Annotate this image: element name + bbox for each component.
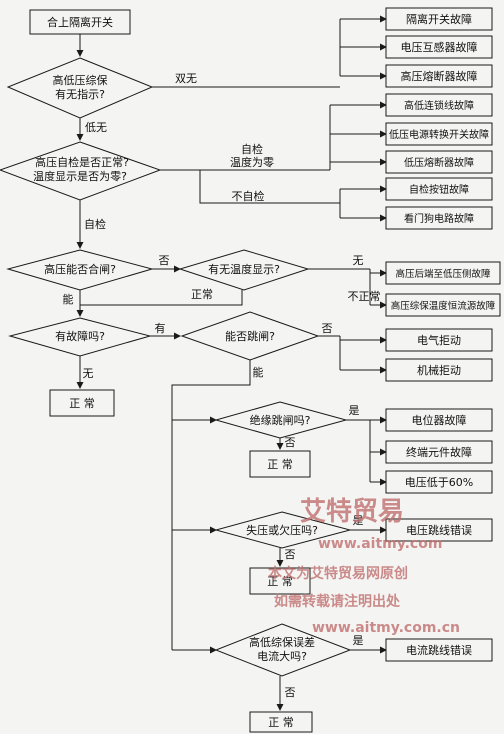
- d8-yes-label: 是: [353, 514, 364, 527]
- fault-label: 终端元件故障: [406, 445, 472, 459]
- watermark-url2: www.aitmy.com.cn: [312, 620, 460, 636]
- fault-label: 高压后端至低压侧故障: [395, 268, 491, 280]
- d5-text: 有故障吗?: [55, 329, 105, 343]
- d3-text: 高压能否合闸?: [44, 262, 116, 276]
- d7-text: 绝缘跳闸吗?: [250, 413, 311, 427]
- fault-box: [385, 328, 493, 352]
- fault-label: 低压电源转换开关故障: [389, 128, 489, 141]
- fault-box: [385, 358, 493, 382]
- d4-abnormal-label: 不正常: [348, 290, 381, 303]
- d4-normal-label: 正常: [191, 288, 213, 301]
- decision-current: [214, 623, 352, 677]
- end3-label: 正 常: [267, 575, 293, 588]
- end-box: [49, 389, 115, 417]
- d9-line1: 高低综保误差: [249, 635, 315, 649]
- fault-box: [385, 150, 493, 174]
- fault-label: 高压熔断器故障: [401, 69, 478, 83]
- fault-box: [385, 408, 493, 432]
- d7-no-label: 否: [285, 436, 296, 449]
- watermark-url1: www.aitmy.com: [318, 536, 442, 552]
- d1-yes-label: 双无: [175, 72, 197, 85]
- end1-label: 正 常: [69, 397, 95, 410]
- fault-label: 电气拒动: [417, 333, 461, 347]
- d1-line2: 有无指示?: [55, 87, 105, 101]
- d8-no-label: 否: [285, 548, 296, 561]
- fault-box: [385, 7, 493, 31]
- d2-out-label: 自检: [84, 217, 106, 231]
- end2-label: 正 常: [267, 458, 293, 471]
- fault-box: [385, 206, 493, 230]
- start-label: 合上隔离开关: [47, 15, 113, 29]
- decision-indicator: [6, 57, 154, 119]
- decision-insulation: [214, 401, 348, 439]
- fault-box: [385, 35, 493, 59]
- d2-branch-a1: 自检: [241, 142, 263, 156]
- fault-box: [385, 64, 493, 88]
- fault-box: [385, 93, 493, 117]
- d2-line2: 温度显示是否为零?: [33, 169, 127, 183]
- start-box: [29, 9, 131, 35]
- fault-label: 隔离开关故障: [406, 12, 472, 26]
- fault-box: [385, 261, 501, 285]
- decision-voltage: [214, 511, 352, 549]
- decision-self-check: [0, 141, 162, 201]
- d3-no-label: 否: [159, 254, 170, 267]
- d6-no-label: 否: [322, 322, 333, 335]
- watermark-line2: 如需转载请注明出处: [274, 593, 401, 610]
- d2-line1: 高压自检是否正常?: [35, 155, 129, 169]
- fault-label: 电流跳线错误: [406, 643, 472, 657]
- decision-close: [6, 249, 154, 291]
- d8-text: 失压或欠压吗?: [246, 523, 318, 537]
- d7-yes-label: 是: [349, 404, 360, 417]
- connectors: [76, 15, 387, 711]
- d5-no-label: 无: [83, 367, 94, 380]
- d9-no-label: 否: [285, 686, 296, 699]
- fault-label: 自检按钮故障: [409, 183, 469, 196]
- decision-temp: [178, 249, 310, 291]
- fault-box: [385, 293, 501, 317]
- fault-box: [385, 440, 493, 464]
- watermark-line1: 本文为艾特贸易网原创: [268, 565, 408, 582]
- d4-no-label: 无: [353, 254, 364, 267]
- d2-branch-b: 不自检: [232, 189, 265, 203]
- fault-box: [385, 122, 493, 146]
- d4-text: 有无温度显示?: [208, 262, 280, 276]
- fault-label: 高低连锁线故障: [404, 99, 474, 112]
- d9-yes-label: 是: [353, 634, 364, 647]
- fault-box: [385, 518, 493, 542]
- d6-text: 能否跳闸?: [225, 329, 275, 343]
- fault-label: 机械拒动: [417, 363, 461, 377]
- fault-label: 电位器故障: [412, 413, 467, 427]
- end-box: [249, 567, 311, 595]
- end4-label: 正 常: [268, 716, 294, 729]
- fault-label: 电压低于60%: [405, 476, 473, 489]
- d6-yes-label: 能: [253, 365, 264, 379]
- fault-label: 高压综保温度恒流源故障: [391, 300, 496, 312]
- d5-yes-label: 有: [155, 321, 166, 335]
- fault-label: 低压熔断器故障: [404, 156, 474, 169]
- fault-label: 电压互感器故障: [401, 40, 478, 54]
- d1-line1: 高低压综保: [53, 73, 108, 87]
- watermark: 艾特贸易 www.aitmy.com 本文为艾特贸易网原创 如需转载请注明出处 …: [268, 496, 460, 636]
- decision-fault: [8, 317, 152, 357]
- fault-box: [385, 177, 493, 201]
- decision-trip: [180, 311, 320, 361]
- fault-label: 电压跳线错误: [406, 523, 472, 537]
- fault-box: [385, 638, 493, 662]
- end-box: [249, 711, 313, 733]
- fault-label: 看门狗电路故障: [404, 212, 474, 225]
- d3-yes-label: 能: [63, 292, 74, 306]
- end-box: [249, 450, 311, 478]
- fault-box: [385, 470, 493, 494]
- d2-branch-a2: 温度为零: [230, 155, 274, 169]
- d9-line2: 电流大吗?: [257, 649, 307, 663]
- d1-no-label: 低无: [85, 121, 107, 134]
- watermark-logo: 艾特贸易: [300, 496, 404, 527]
